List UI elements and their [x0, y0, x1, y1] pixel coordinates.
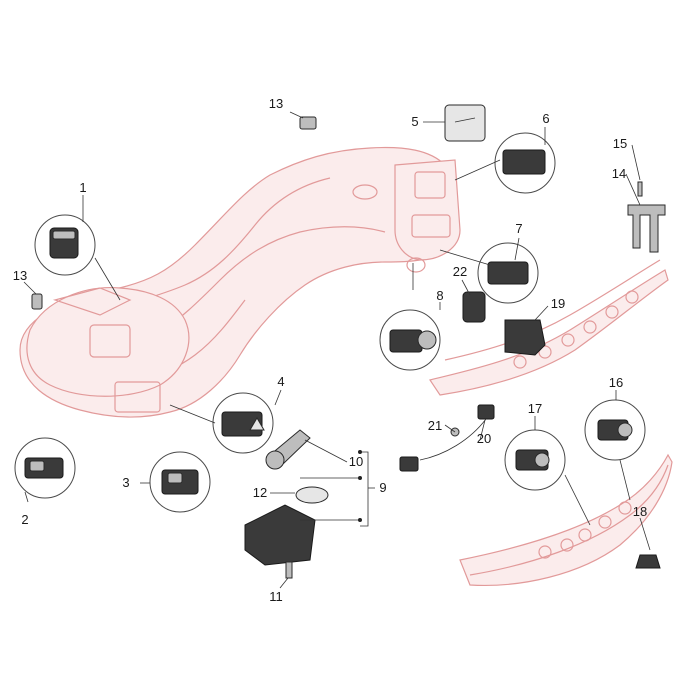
part-19-bracket — [504, 319, 546, 356]
callout-16: 16 — [609, 375, 623, 390]
leader-lines — [23, 111, 651, 589]
part-18-cap — [635, 554, 661, 569]
callout-18: 18 — [633, 504, 647, 519]
part-3-switch — [149, 451, 211, 513]
callout-17: 17 — [528, 401, 542, 416]
callout-4: 4 — [277, 374, 284, 389]
part-10-keys — [265, 429, 311, 470]
callout-14: 14 — [612, 166, 626, 181]
callout-labels: 1 2 3 4 5 6 7 8 9 10 11 12 13 13 14 15 1… — [13, 96, 647, 604]
part-12-ring — [295, 486, 329, 504]
part-1-switch — [34, 214, 96, 276]
leader-dots — [358, 450, 362, 522]
callout-10: 10 — [349, 454, 363, 469]
panel-holes-upper — [513, 290, 639, 369]
part-15-screw — [637, 181, 643, 197]
part-17-socket — [504, 429, 566, 491]
callout-9: 9 — [379, 480, 386, 495]
panel-holes-lower — [538, 501, 632, 559]
right-lower-panel — [429, 259, 669, 396]
part-13-bulb-left — [31, 293, 43, 310]
part-8-socket — [379, 309, 441, 371]
part-7-switch — [477, 242, 539, 304]
callout-2: 2 — [21, 512, 28, 527]
part-16-socket — [584, 399, 646, 461]
callout-13-top: 13 — [269, 96, 283, 111]
callout-8: 8 — [436, 288, 443, 303]
part-6-switch — [494, 132, 556, 194]
callout-22: 22 — [453, 264, 467, 279]
handlebar-cover-body — [19, 146, 461, 418]
callout-1: 1 — [79, 180, 86, 195]
part-5-cover — [444, 104, 486, 142]
callout-19: 19 — [551, 296, 565, 311]
right-lower-panel-2 — [459, 453, 673, 587]
part-4-switch — [212, 392, 274, 454]
callout-3: 3 — [122, 475, 129, 490]
part-22-cover — [462, 291, 486, 323]
callout-12: 12 — [253, 485, 267, 500]
callout-15: 15 — [613, 136, 627, 151]
callout-11: 11 — [269, 589, 283, 604]
callout-7: 7 — [515, 221, 522, 236]
part-20-sensor — [399, 404, 495, 472]
part-14-bracket — [627, 204, 666, 253]
callout-13-left: 13 — [13, 268, 27, 283]
part-13-bulb-top — [299, 116, 317, 130]
callout-5: 5 — [411, 114, 418, 129]
callout-6: 6 — [542, 111, 549, 126]
part-9-lock-body — [244, 504, 316, 566]
callout-21: 21 — [428, 418, 442, 433]
callout-20: 20 — [477, 431, 491, 446]
part-2-switch — [14, 437, 76, 499]
part-11-screw — [285, 561, 293, 579]
